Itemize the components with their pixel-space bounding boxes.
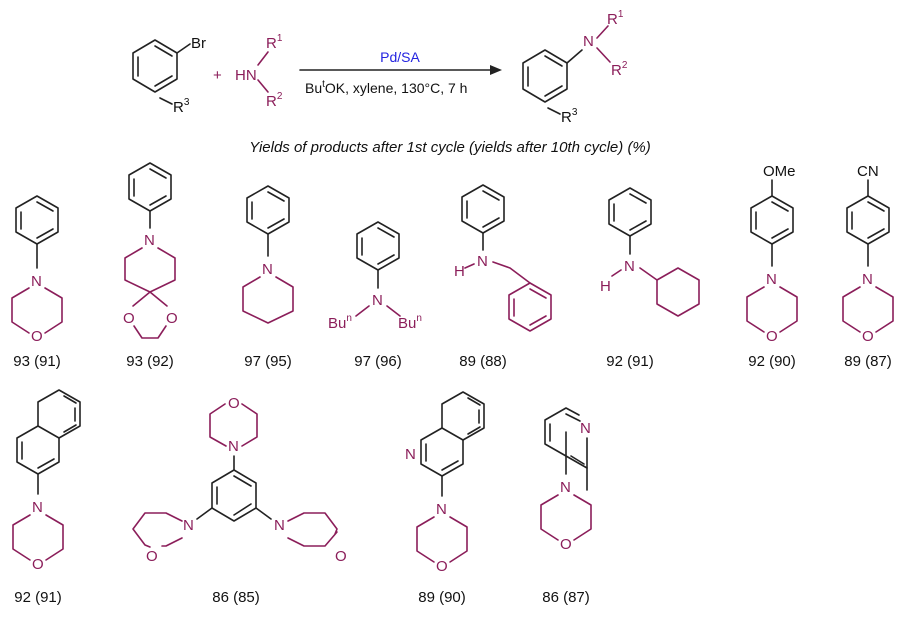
- yield-label: 89 (87): [844, 353, 892, 370]
- reaction-arrow: Pd/SA ButOK, xylene, 130°C, 7 h: [299, 49, 502, 96]
- nitrogen-label: N: [560, 479, 571, 496]
- yield-label: 97 (95): [244, 353, 292, 370]
- yield-label: 97 (96): [354, 353, 402, 370]
- yield-label: 86 (85): [212, 589, 260, 606]
- nitrogen-label: N: [862, 271, 873, 288]
- product-general: N R1 R2 R3: [522, 9, 628, 126]
- yield-label: 92 (91): [14, 589, 62, 606]
- nitrogen-label: N: [32, 499, 43, 516]
- cyano-label: CN: [857, 163, 879, 180]
- product-5: N H 89 (88): [454, 184, 552, 370]
- nitrogen-label: N: [477, 253, 488, 270]
- oxygen-label: O: [766, 328, 778, 345]
- product-12: N N O 86 (87): [540, 407, 592, 606]
- hydrogen-label: H: [600, 278, 611, 295]
- yield-label: 92 (91): [606, 353, 654, 370]
- yields-caption: Yields of products after 1st cycle (yiel…: [249, 139, 651, 156]
- product-r3-label: R3: [561, 107, 578, 126]
- amine-reactant: HN R1 R2: [235, 33, 283, 110]
- oxygen-label: O: [862, 328, 874, 345]
- oxygen-label: O: [123, 310, 135, 327]
- conditions-label: ButOK, xylene, 130°C, 7 h: [305, 79, 467, 96]
- product-2: N O O 93 (92): [123, 162, 178, 370]
- product-1: N O 93 (91): [11, 195, 63, 370]
- yield-label: 89 (88): [459, 353, 507, 370]
- nitrogen-label: N: [144, 232, 155, 249]
- yield-label: 93 (92): [126, 353, 174, 370]
- product-8: CN N O 89 (87): [842, 163, 894, 370]
- r3-label: R3: [173, 97, 190, 116]
- oxygen-label: O: [32, 556, 44, 573]
- bromine-label: Br: [191, 35, 206, 52]
- oxygen-label: O: [146, 548, 158, 565]
- nitrogen-label: N: [436, 501, 447, 518]
- nitrogen-label: N: [274, 517, 285, 534]
- pyridine-nitrogen-label: N: [580, 420, 591, 437]
- oxygen-label: O: [560, 536, 572, 553]
- product-3: N 97 (95): [242, 185, 294, 370]
- product-r1-label: R1: [607, 9, 624, 28]
- oxygen-label: O: [166, 310, 178, 327]
- hydrogen-label: H: [454, 263, 465, 280]
- nitrogen-label: N: [624, 258, 635, 275]
- plus-sign: +: [213, 67, 222, 84]
- r2-label: R2: [266, 91, 283, 110]
- nitrogen-label: N: [31, 273, 42, 290]
- yield-label: 86 (87): [542, 589, 590, 606]
- hn-label: HN: [235, 67, 257, 84]
- quinoline-nitrogen-label: N: [405, 446, 416, 463]
- oxygen-label: O: [228, 395, 240, 412]
- r1-label: R1: [266, 33, 283, 52]
- yield-label: 93 (91): [13, 353, 61, 370]
- yield-label: 92 (90): [748, 353, 796, 370]
- butyl-right-label: Bun: [398, 313, 422, 332]
- product-11: N N O 89 (90): [405, 391, 485, 606]
- nitrogen-label: N: [372, 292, 383, 309]
- aryl-bromide-reactant: Br R3: [132, 35, 206, 116]
- yield-label: 89 (90): [418, 589, 466, 606]
- product-7: OMe N O 92 (90): [746, 163, 798, 370]
- product-10: O N N O N O 86 (85): [132, 395, 347, 606]
- butyl-left-label: Bun: [328, 313, 352, 332]
- oxygen-label: O: [335, 548, 347, 565]
- product-n-label: N: [583, 33, 594, 50]
- nitrogen-label: N: [183, 517, 194, 534]
- product-4: N Bun Bun 97 (96): [328, 221, 422, 370]
- nitrogen-label: N: [262, 261, 273, 278]
- product-6: N H 92 (91): [600, 187, 700, 370]
- product-r2-label: R2: [611, 60, 628, 79]
- methoxy-label: OMe: [763, 163, 796, 180]
- nitrogen-label: N: [766, 271, 777, 288]
- nitrogen-label: N: [228, 438, 239, 455]
- product-9: N O 92 (91): [12, 389, 81, 606]
- oxygen-label: O: [31, 328, 43, 345]
- oxygen-label: O: [436, 558, 448, 575]
- catalyst-label: Pd/SA: [380, 49, 420, 65]
